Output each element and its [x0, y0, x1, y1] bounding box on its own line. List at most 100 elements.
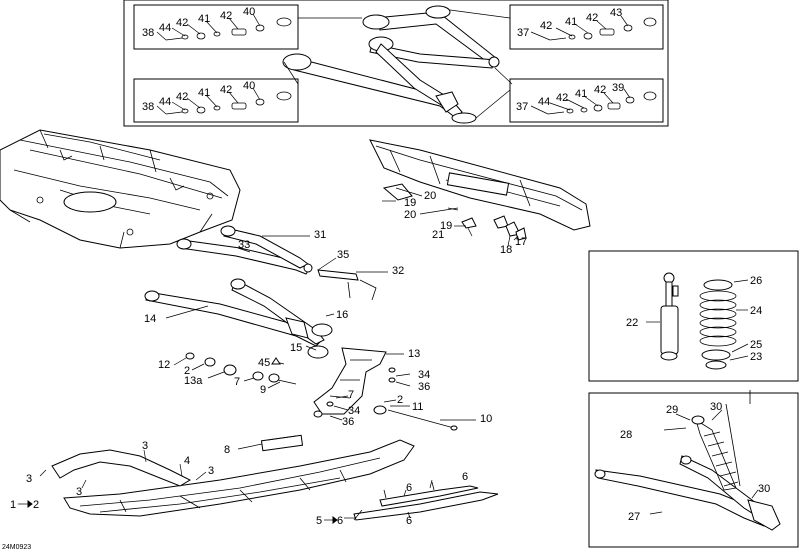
callout-3: 3 — [208, 465, 214, 477]
upper-arm-leaders — [237, 235, 388, 273]
callout-42: 42 — [220, 84, 232, 96]
callout-36: 36 — [342, 416, 354, 428]
callout-18: 18 — [500, 244, 512, 256]
callout-41: 41 — [575, 88, 587, 100]
callout-9: 9 — [260, 384, 266, 396]
callout-27: 27 — [628, 511, 640, 523]
shock-leaders — [646, 279, 749, 361]
callout-21: 21 — [432, 229, 444, 241]
rear-frame-leaders — [382, 187, 519, 247]
shock-spring — [699, 279, 737, 370]
hardware-box-top-right: 37 42 41 42 43 — [509, 4, 664, 50]
callout-11: 11 — [412, 401, 423, 413]
callout-43: 43 — [610, 7, 622, 19]
front-frame — [0, 129, 241, 249]
callout-44: 44 — [159, 96, 171, 108]
callout-17: 17 — [515, 236, 527, 248]
callout-31: 31 — [314, 229, 326, 241]
callout-44: 44 — [538, 96, 550, 108]
suspension-detail-panel — [588, 392, 799, 548]
hardware-box-mid-left: 38 44 42 41 42 40 — [133, 78, 299, 123]
ski-runners — [353, 481, 499, 521]
hardware-leaders — [173, 357, 476, 421]
callout-13: 13 — [408, 348, 420, 360]
callout-30: 30 — [710, 401, 722, 413]
callout-24: 24 — [750, 305, 762, 317]
suspension-leaders — [649, 409, 759, 515]
callout-22: 22 — [626, 317, 638, 329]
callout-6: 6 — [337, 515, 343, 527]
drawing-code: 24M0923 — [2, 544, 31, 551]
callout-23: 23 — [750, 351, 762, 363]
callout-42: 42 — [586, 12, 598, 24]
callout-37: 37 — [516, 101, 528, 113]
callout-42: 42 — [540, 20, 552, 32]
callout-10: 10 — [480, 413, 492, 425]
warning-triangle — [271, 357, 281, 365]
callout-2: 2 — [33, 499, 39, 511]
callout-36: 36 — [418, 381, 430, 393]
shock-absorber — [660, 272, 679, 361]
spindle — [307, 323, 387, 415]
callout-41: 41 — [565, 16, 577, 28]
spindle-hardware — [185, 352, 458, 431]
callout-15: 15 — [290, 342, 302, 354]
callout-30: 30 — [758, 483, 770, 495]
callout-2: 2 — [397, 394, 403, 406]
callout-2: 2 — [184, 365, 190, 377]
callout-3: 3 — [26, 473, 32, 485]
callout-29: 29 — [666, 404, 678, 416]
callout-3: 3 — [76, 486, 82, 498]
callout-14: 14 — [144, 313, 156, 325]
callout-4: 4 — [184, 455, 190, 467]
ski — [51, 434, 415, 517]
callout-37: 37 — [517, 27, 529, 39]
callout-6: 6 — [406, 482, 412, 494]
callout-42: 42 — [176, 91, 188, 103]
rear-frame — [369, 139, 591, 241]
callout-16: 16 — [336, 309, 348, 321]
ski-leaders — [39, 443, 433, 521]
shock-detail-panel — [588, 250, 799, 382]
callout-7: 7 — [348, 389, 354, 401]
callout-8: 8 — [224, 444, 230, 456]
callout-19: 19 — [404, 197, 416, 209]
callout-40: 40 — [243, 80, 255, 92]
callout-42: 42 — [220, 10, 232, 22]
legend-mark-5: 5 — [316, 515, 322, 527]
callout-42: 42 — [176, 17, 188, 29]
callout-3: 3 — [142, 440, 148, 452]
callout-12: 12 — [158, 359, 170, 371]
callout-41: 41 — [198, 13, 210, 25]
callout-6: 6 — [462, 471, 468, 483]
callout-40: 40 — [243, 6, 255, 18]
callout-34: 34 — [418, 369, 430, 381]
callout-26: 26 — [750, 275, 762, 287]
callout-42: 42 — [556, 92, 568, 104]
callout-32: 32 — [392, 265, 404, 277]
callout-41: 41 — [198, 87, 210, 99]
hardware-box-top-left: 38 44 42 41 42 40 — [133, 4, 299, 50]
suspension-assembly — [594, 390, 781, 531]
upper-a-arm — [176, 225, 313, 275]
callout-44: 44 — [159, 22, 171, 34]
callout-38: 38 — [142, 101, 154, 113]
detail-leaders — [283, 9, 513, 119]
callout-38: 38 — [142, 27, 154, 39]
lower-a-arm — [144, 278, 325, 347]
callout-35: 35 — [337, 249, 349, 261]
callout-20: 20 — [404, 209, 416, 221]
callout-19: 19 — [440, 220, 452, 232]
callout-34: 34 — [348, 405, 360, 417]
legend-arrow-1-2: 1 — [10, 499, 33, 511]
callout-7: 7 — [234, 376, 240, 388]
callout-28: 28 — [620, 429, 632, 441]
hardware-box-mid-right: 37 44 42 41 42 39 — [509, 78, 664, 123]
callout-42: 42 — [594, 84, 606, 96]
legend-mark-1: 1 — [10, 499, 16, 511]
ball-joint — [317, 269, 377, 301]
callout-25: 25 — [750, 339, 762, 351]
callout-39: 39 — [612, 82, 624, 94]
lower-arm-leaders — [165, 305, 404, 365]
